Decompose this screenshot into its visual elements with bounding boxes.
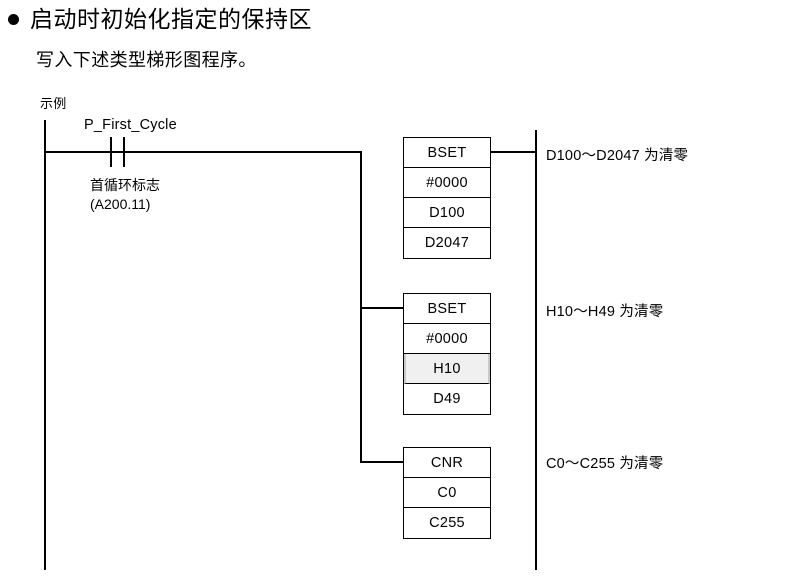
contact-bar-right [123,137,125,167]
contact-label-bottom-line2: (A200.11) [90,196,151,212]
operand-row: D100 [404,198,490,228]
page-heading: 启动时初始化指定的保持区 [8,6,312,32]
contact-label-top: P_First_Cycle [84,117,177,133]
annotation-rung-1: D100〜D2047 为清零 [546,148,689,164]
operand-row: #0000 [404,168,490,198]
operand-row: #0000 [404,324,490,354]
branch-connector-rung-2 [360,307,405,309]
contact-label-bottom-line1: 首循环标志 [90,177,160,193]
instruction-name: CNR [404,448,490,478]
annotation-rung-2: H10〜H49 为清零 [546,304,664,320]
subtitle-text: 写入下述类型梯形图程序。 [36,50,257,70]
right-connector-rung-1 [490,151,536,153]
bullet-icon [8,13,19,25]
instruction-name: BSET [404,294,490,324]
instruction-block-3[interactable]: CNR C0 C255 [403,447,491,539]
right-power-rail [535,130,537,570]
contact-bar-left [110,137,112,167]
operand-row-highlighted: H10 [404,354,490,384]
left-power-rail [44,120,46,570]
contact-label-bottom: 首循环标志 (A200.11) [90,176,160,214]
main-rung-line [44,151,362,153]
page-title: 启动时初始化指定的保持区 [30,6,312,32]
annotation-rung-3: C0〜C255 为清零 [546,456,664,472]
instruction-name: BSET [404,138,490,168]
operand-row: C0 [404,478,490,508]
example-label: 示例 [40,96,67,111]
operand-row: D2047 [404,228,490,258]
instruction-block-2[interactable]: BSET #0000 H10 D49 [403,293,491,415]
operand-row: C255 [404,508,490,538]
operand-row: D49 [404,384,490,414]
branch-connector-rung-3 [360,461,405,463]
instruction-block-1[interactable]: BSET #0000 D100 D2047 [403,137,491,259]
